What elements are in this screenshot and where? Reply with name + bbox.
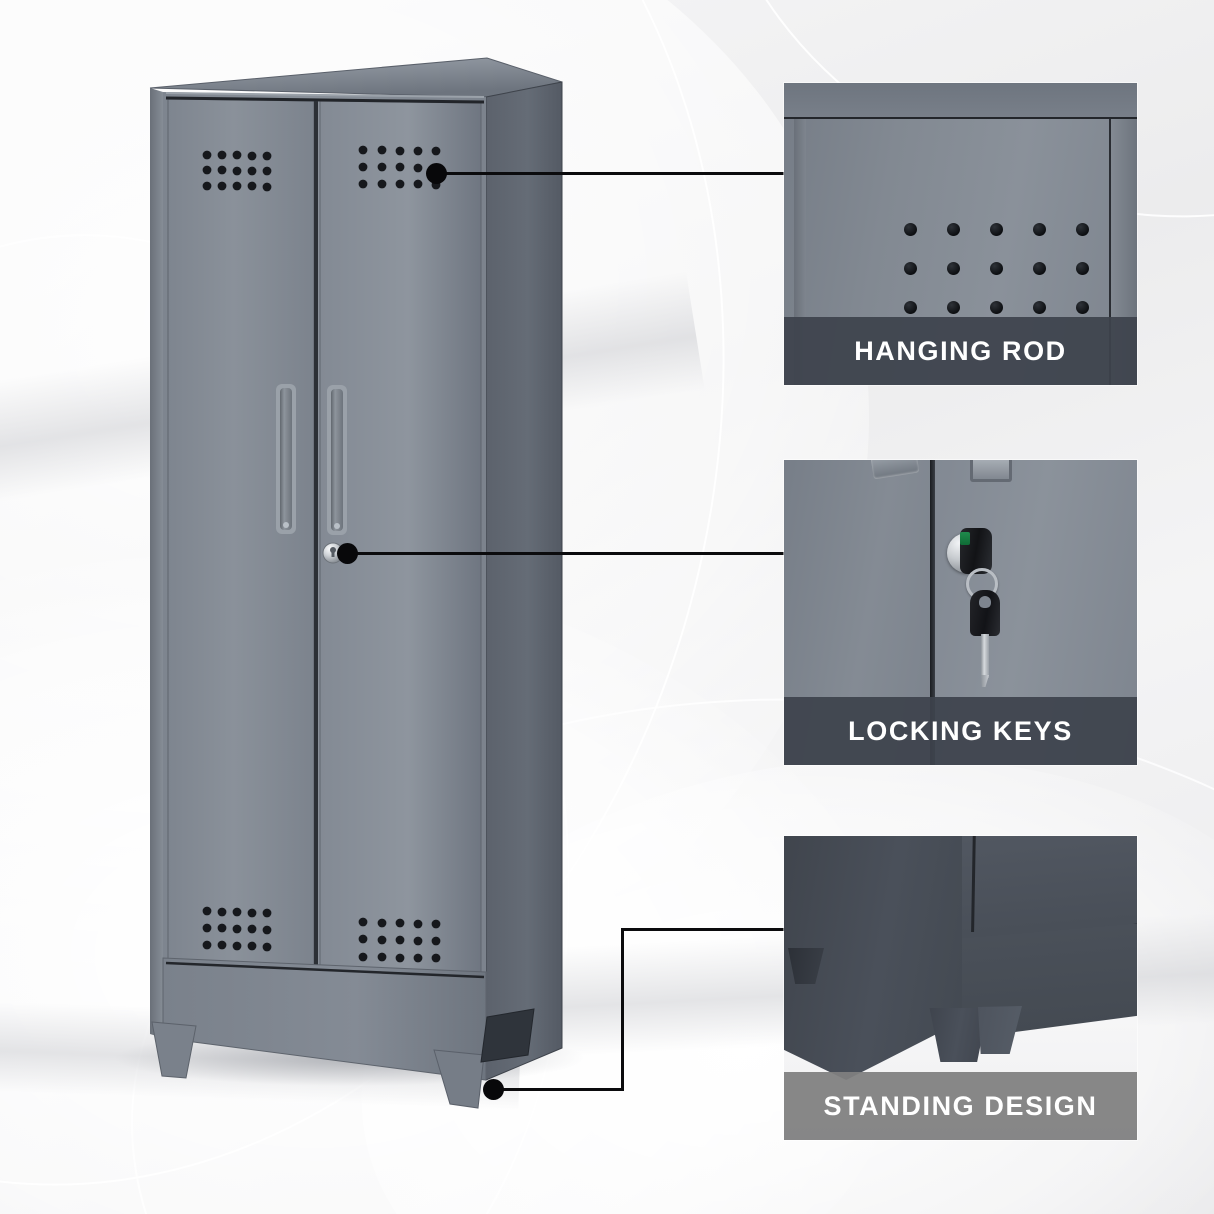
detail-panel-hanging-rod: HANGING ROD	[784, 83, 1137, 385]
detail-panel-locking-keys: LOCKING KEYS	[784, 460, 1137, 765]
cabinet-left-frame	[150, 88, 163, 1038]
cabinet-top-surface	[149, 57, 563, 98]
callout-line-hanging-rod	[437, 172, 785, 175]
cabinet-door-left[interactable]	[167, 98, 315, 1015]
callout-line-standing-design-segment-2	[621, 929, 624, 1091]
detail-spare-key-tip	[981, 675, 989, 687]
callout-line-standing-design-segment-1	[494, 1088, 624, 1091]
cabinet-foot-front-right	[433, 1049, 485, 1109]
vent-holes-upper-left-door	[202, 150, 272, 192]
detail-panel-standing-design: STANDING DESIGN	[784, 836, 1137, 1140]
cabinet-door-right[interactable]	[319, 100, 482, 1029]
detail-foot-front	[929, 1008, 988, 1062]
detail-panel-caption-standing-design: STANDING DESIGN	[784, 1072, 1137, 1140]
detail-spare-key-blade	[981, 634, 989, 678]
detail-panel-caption-locking-keys: LOCKING KEYS	[784, 697, 1137, 765]
cabinet-handle-right-door[interactable]	[327, 385, 347, 535]
callout-dot-standing-design	[483, 1079, 504, 1100]
vent-holes-lower-left-door	[202, 906, 272, 952]
cabinet-plinth-reveal	[165, 961, 485, 979]
cabinet-base-plinth	[162, 957, 487, 1081]
callout-line-standing-design-segment-3	[621, 928, 785, 931]
callout-dot-locking-keys	[337, 543, 358, 564]
cabinet-handle-left-door[interactable]	[276, 384, 296, 534]
callout-line-locking-keys	[348, 552, 785, 555]
cabinet-foot-rear-right	[480, 1008, 535, 1063]
detail-spare-key-hole	[979, 596, 991, 608]
callout-dot-hanging-rod	[426, 163, 447, 184]
cabinet-foot-left	[151, 1021, 197, 1079]
cabinet-top-highlight	[165, 92, 485, 98]
cabinet-side-panel	[485, 81, 563, 1081]
detail-vent-hole-grid	[904, 223, 1089, 314]
detail-panel-caption-hanging-rod: HANGING ROD	[784, 317, 1137, 385]
cabinet-top-reveal	[165, 96, 485, 104]
vent-holes-lower-right-door	[358, 917, 441, 963]
detail-key-tag	[960, 532, 970, 545]
detail-handle-right-icon	[970, 460, 1012, 482]
